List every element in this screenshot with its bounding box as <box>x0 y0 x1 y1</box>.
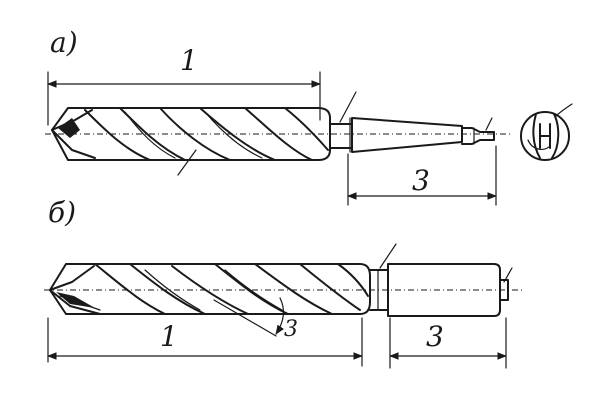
dimension-b-flute-label: 3 <box>284 317 298 342</box>
dimension-b-body: 1 <box>47 317 363 367</box>
dimension-b-flute: 3 <box>213 297 298 342</box>
drill-a-body <box>45 107 510 176</box>
variant-a-label: а) <box>50 26 78 59</box>
drill-b-shank <box>369 243 513 317</box>
drill-b: б) 3 <box>44 196 522 369</box>
drill-b-body <box>44 263 522 315</box>
dimension-b-shank: 3 <box>389 317 507 369</box>
dimension-a-shank-label: 3 <box>412 164 430 197</box>
dimension-b-shank-label: 3 <box>426 320 444 353</box>
variant-b-label: б) <box>48 196 76 229</box>
dimension-a-body-label: 1 <box>180 44 198 77</box>
dimension-a-shank: 3 <box>347 145 497 206</box>
dimension-a-body: 1 <box>47 44 321 126</box>
drill-a-end-view <box>520 103 573 161</box>
drill-a-shank <box>329 91 495 153</box>
drill-a: а) 1 <box>45 26 573 206</box>
dimension-b-body-label: 1 <box>160 320 178 353</box>
